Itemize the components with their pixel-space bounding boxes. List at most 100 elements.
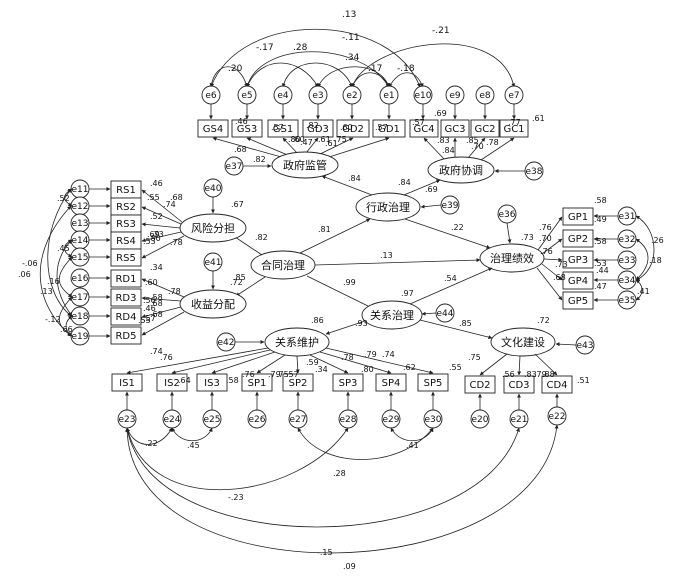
svg-text:e25: e25 [204, 415, 221, 425]
r2-label: .68 [234, 145, 247, 154]
svg-text:GP3: GP3 [568, 255, 588, 266]
indicator-label: GC1 [503, 124, 524, 135]
svg-text:.13: .13 [40, 287, 53, 296]
right-error-arrows [593, 214, 618, 302]
svg-text:SP5: SP5 [424, 378, 443, 389]
indicator-label: GC3 [444, 124, 465, 135]
svg-text:CD3: CD3 [508, 380, 529, 391]
cov-label: .28 [293, 43, 308, 53]
svg-text:e30: e30 [425, 415, 442, 425]
svg-text:.55: .55 [449, 363, 462, 372]
svg-text:e20: e20 [472, 415, 489, 425]
svg-text:.41: .41 [406, 441, 419, 450]
jianguan-loadings [212, 137, 390, 159]
error-label: e37 [226, 162, 243, 172]
wenhua-jianshe-ellipse [490, 327, 556, 357]
svg-text:.56: .56 [143, 296, 156, 305]
error-label: e6 [205, 91, 217, 101]
loading-label: .61 [325, 139, 338, 148]
svg-text:.64: .64 [178, 376, 191, 385]
path-label: .93 [355, 319, 368, 328]
rd-indicators: RD1 RD3 RD4 RD5 [110, 269, 142, 345]
svg-text:.68: .68 [150, 310, 163, 319]
svg-text:.74: .74 [382, 350, 395, 359]
loading-label: .84 [442, 146, 455, 155]
svg-text:-.23: -.23 [228, 493, 244, 502]
svg-text:e23: e23 [119, 415, 136, 425]
svg-text:SP4: SP4 [382, 378, 401, 389]
svg-text:.66: .66 [60, 325, 73, 334]
gs-loading-values: .46 .57 .60 .82 .60 .61 .75 .47 .61 .57 … [235, 117, 388, 148]
loading-label: .78 [486, 138, 499, 147]
top-covariance-arcs [209, 28, 516, 88]
svg-text:.75: .75 [276, 370, 289, 379]
svg-text:e21: e21 [511, 415, 528, 425]
path-label: .85 [459, 319, 472, 328]
svg-text:GP2: GP2 [568, 234, 588, 245]
loading-label: .61 [318, 135, 331, 144]
svg-text:.45: .45 [187, 441, 200, 450]
rs-indicators: RS1 RS2 RS3 RS4 RS5 [110, 180, 142, 267]
gp-loadings-arrows [536, 216, 563, 301]
latent-label: 政府监管 [283, 158, 327, 172]
latent-label: 收益分配 [191, 297, 235, 311]
xingzheng-zhili-ellipse [355, 192, 421, 222]
svg-text:.68: .68 [150, 299, 163, 308]
loading-label: .57 [412, 118, 425, 127]
loading-label: .69 [434, 109, 447, 118]
path-label: .72 [230, 278, 243, 287]
svg-text:.68: .68 [170, 193, 183, 202]
svg-text:.57: .57 [143, 314, 156, 323]
top-covariance-values: .13 -.11 -.21 -.17 .28 .20 .34 .17 -.18 [228, 10, 450, 74]
cov-label: -.11 [342, 33, 360, 43]
left-covariance-values: .52 .45 -.06 .06 .13 .16 -.12 .66 [18, 194, 73, 334]
svg-text:.70: .70 [539, 234, 552, 243]
rs-loading-values: .46 .55 .68 .74 .52 .69 .73 .80 .53 .78 [143, 179, 183, 247]
svg-text:.58: .58 [594, 196, 607, 205]
indicator-label: GD3 [307, 124, 329, 135]
r2-label: .72 [537, 316, 550, 325]
svg-text:.60: .60 [145, 278, 158, 287]
svg-text:e32: e32 [619, 235, 636, 245]
svg-text:e18: e18 [72, 312, 89, 322]
loading-label: .60 [340, 123, 353, 132]
left-error-terms: e11 e12 e13 e14 e15 e16 e17 e18 e19 [70, 179, 90, 346]
svg-text:.45: .45 [57, 244, 70, 253]
svg-text:.76: .76 [540, 247, 553, 256]
cov-label: .34 [345, 53, 360, 63]
svg-text:IS3: IS3 [204, 378, 220, 389]
svg-text:.76: .76 [160, 353, 173, 362]
svg-text:.80: .80 [361, 365, 374, 374]
svg-text:.41: .41 [637, 287, 650, 296]
svg-text:.53: .53 [143, 237, 156, 246]
svg-text:e14: e14 [72, 236, 89, 246]
cd-indicators: CD2 CD3 CD4 [464, 375, 573, 394]
shouyi-fenpei-ellipse [179, 289, 247, 319]
left-error-arrows [89, 187, 111, 338]
cov-label: .13 [342, 10, 356, 20]
svg-text:.22: .22 [145, 439, 158, 448]
svg-text:.76: .76 [242, 370, 255, 379]
error-label: e4 [277, 91, 289, 101]
gc-indicators: GC4 GC3 GC2 GC1 [409, 119, 529, 138]
wenhua-loading-values: .75 .56 .83 .79 .88 .51 [468, 353, 590, 385]
path-label: .54 [444, 274, 457, 283]
path-label: .84 [398, 178, 411, 187]
svg-text:.62: .62 [403, 363, 416, 372]
svg-text:.51: .51 [577, 376, 590, 385]
svg-text:e22: e22 [549, 412, 566, 422]
svg-text:.52: .52 [57, 194, 70, 203]
cov-label: -.17 [256, 43, 274, 53]
path-label: .82 [253, 155, 266, 164]
wenhua-loadings-arrows [479, 353, 558, 376]
error-label: e36 [499, 210, 516, 220]
svg-text:.73: .73 [555, 260, 568, 269]
svg-text:.44: .44 [596, 266, 609, 275]
loading-label: .77 [508, 118, 521, 127]
svg-text:SP2: SP2 [289, 378, 308, 389]
indicator-label: RS3 [116, 219, 136, 230]
bottom-error-arrows [125, 391, 559, 410]
rd-loadings-arrows [141, 278, 185, 336]
gp-loading-values: .58 .76 .49 .70 .58 .76 .53 .73 .68 .44 … [539, 196, 650, 296]
